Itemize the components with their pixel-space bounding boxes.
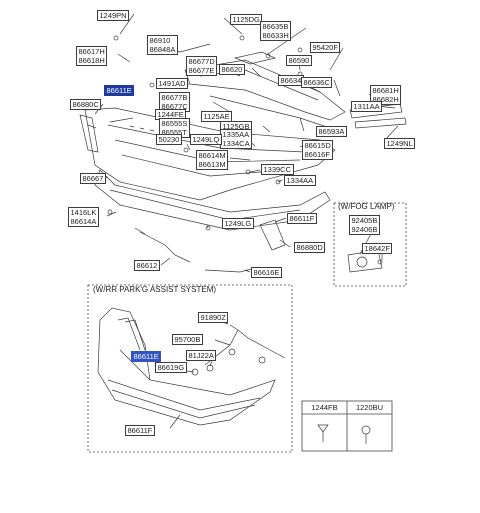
callout-86616E: 86616E [251,267,282,278]
callout-86619G: 86619G [155,362,187,373]
callout-86611F-bottom: 86611F [125,425,155,436]
callout-86611E-bottom: 86611E [131,351,162,362]
callout-86677D: 86677D 86677E [186,56,218,76]
callout-86634: 86634 [278,75,304,86]
part-table-col1-header: 1244FB [311,403,338,412]
callout-18642F: 18642F [362,243,393,254]
callout-86593A: 86593A [316,126,347,137]
callout-86590: 86590 [286,55,312,66]
callout-1125AE: 1125AE [201,111,233,122]
callout-86615D: 86615D 86616F [302,140,334,160]
callout-86910: 86910 86848A [147,35,178,55]
callout-86880C: 86880C [70,99,102,110]
callout-81J22A: 81J22A [186,350,217,361]
callout-1416LK: 1416LK 86614A [68,207,99,227]
callout-86612: 86612 [134,260,160,271]
part-table-col2-header: 1220BU [355,403,384,412]
callout-1334AA: 1334AA [284,175,316,186]
callout-91890Z: 91890Z [198,312,229,323]
callout-1249LQ: 1249LQ [190,134,222,145]
screw-icon [360,420,374,446]
park-assist-caption: (W/RR PARK'G ASSIST SYSTEM) [93,285,217,294]
callout-1335AA: 1335AA 1334CA [220,129,253,149]
callout-86614M: 86614M 86613M [196,150,229,170]
callout-1125DG: 1125DG [230,14,263,25]
callout-86636C: 86636C [301,77,333,88]
callout-50230: 50230 [156,134,182,145]
callout-95700B: 95700B [172,334,203,345]
callout-86880D: 86880D [294,242,326,253]
callout-86611E-highlight: 86611E [104,85,135,96]
callout-95420F: 95420F [310,42,341,53]
fog-lamp-caption: (W/FOG LAMP) [338,202,395,211]
callout-1311AA: 1311AA [351,101,383,112]
bolt-icon [316,420,332,444]
callout-86620: 86620 [219,64,245,75]
callout-86681H: 86681H 86682H [370,85,402,105]
callout-1249LG: 1249LG [222,218,254,229]
callout-86617H: 86617H 86618H [76,46,108,66]
callout-92405B: 92405B 92406B [349,215,380,235]
callout-1491AD: 1491AD [156,78,189,89]
callout-86611F-mid: 86611F [287,213,317,224]
callout-1339CC: 1339CC [261,164,294,175]
callout-1249PN: 1249PN [97,10,130,21]
callout-86635B: 86635B 86633H [260,21,292,41]
callout-1249NL: 1249NL [384,138,416,149]
callout-86667: 86667 [80,173,106,184]
